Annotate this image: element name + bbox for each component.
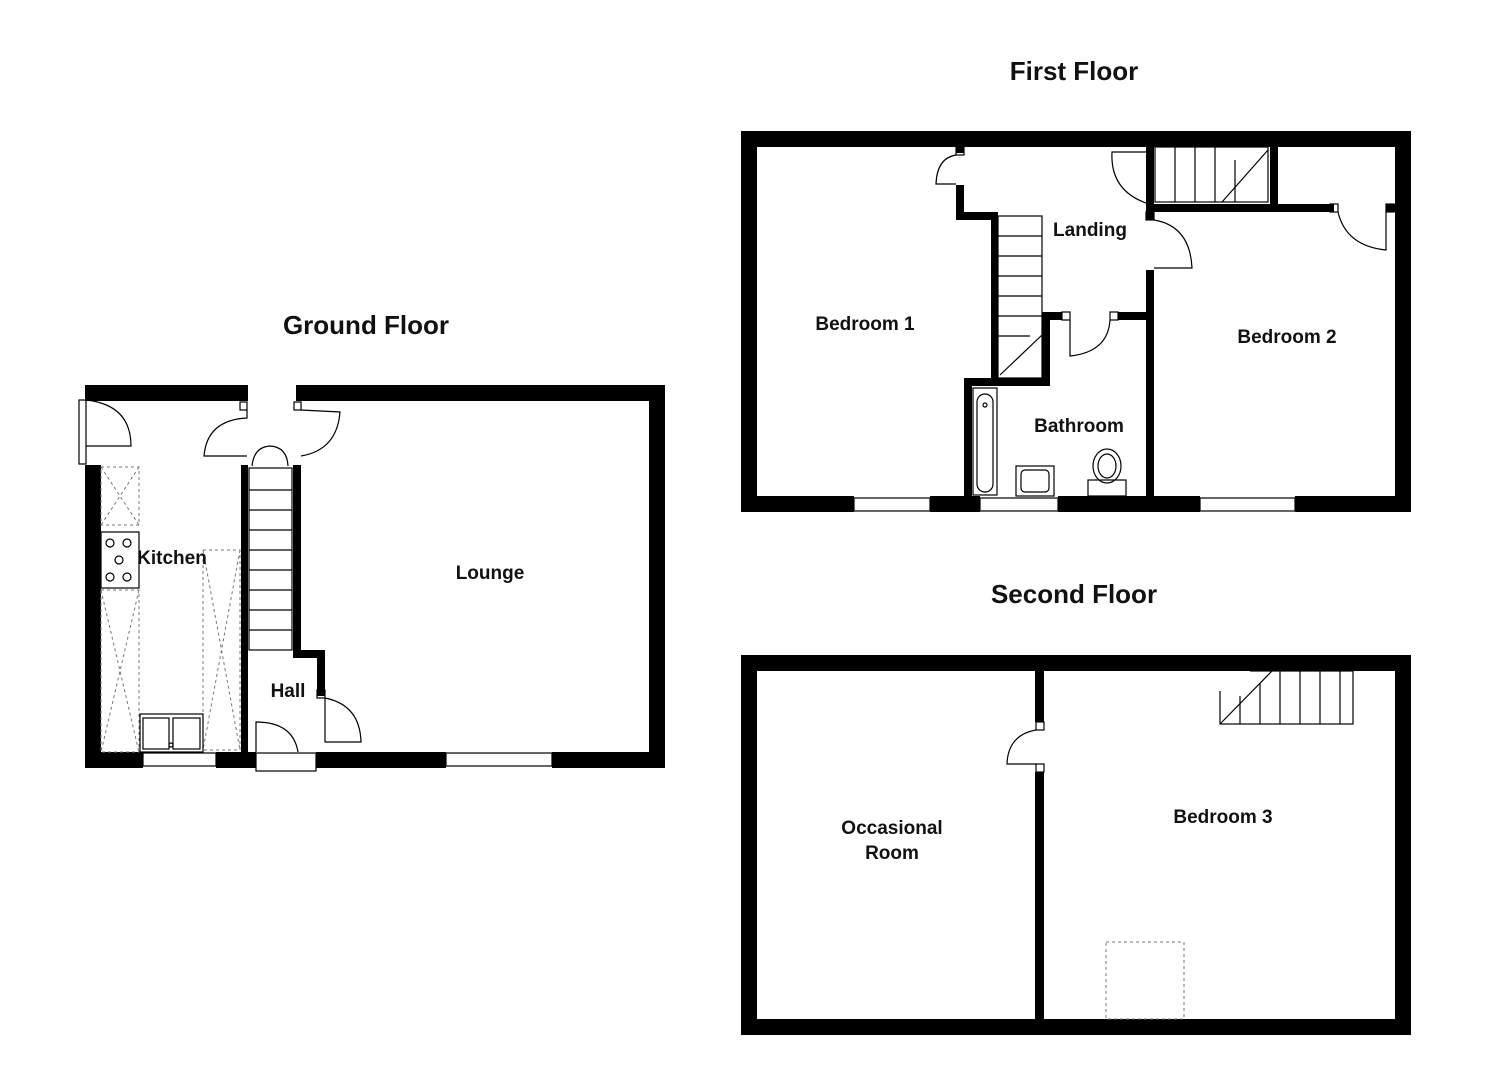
bathroom-fittings (972, 387, 1127, 497)
room-label-lounge: Lounge (456, 563, 525, 584)
first-floor-title: First Floor (1010, 56, 1139, 86)
room-label-bedroom-3: Bedroom 3 (1173, 807, 1272, 828)
room-label-landing: Landing (1053, 220, 1127, 241)
second-floor: Second Floor Occasional Ro (741, 579, 1411, 1035)
second-floor-stairs (1210, 670, 1354, 725)
room-label-kitchen: Kitchen (137, 548, 207, 569)
first-floor-windows (853, 497, 1296, 512)
ground-floor-stairs (248, 467, 293, 651)
first-floor-walls (741, 131, 1411, 512)
second-floor-doors (1006, 721, 1045, 773)
room-label-occasional-room-line-2: Room (865, 843, 919, 864)
ground-floor: Ground Floor (78, 310, 665, 772)
room-label-bathroom: Bathroom (1034, 416, 1124, 437)
loft-hatch (1105, 941, 1185, 1020)
room-label-bedroom-1: Bedroom 1 (815, 314, 915, 335)
ground-floor-doors (78, 399, 362, 753)
ground-floor-windows (142, 752, 553, 772)
first-floor-doors (935, 146, 1395, 357)
ground-floor-walls (85, 385, 665, 768)
second-floor-title: Second Floor (991, 579, 1157, 609)
room-label-hall: Hall (271, 681, 306, 702)
ground-floor-title: Ground Floor (283, 310, 449, 340)
first-floor-stairs (997, 146, 1269, 379)
room-label-bedroom-2: Bedroom 2 (1237, 327, 1336, 348)
second-floor-walls (741, 655, 1411, 1035)
first-floor: First Floor (741, 56, 1411, 512)
kitchen-fittings (100, 466, 241, 753)
room-label-occasional-room-line-1: Occasional (841, 818, 942, 839)
